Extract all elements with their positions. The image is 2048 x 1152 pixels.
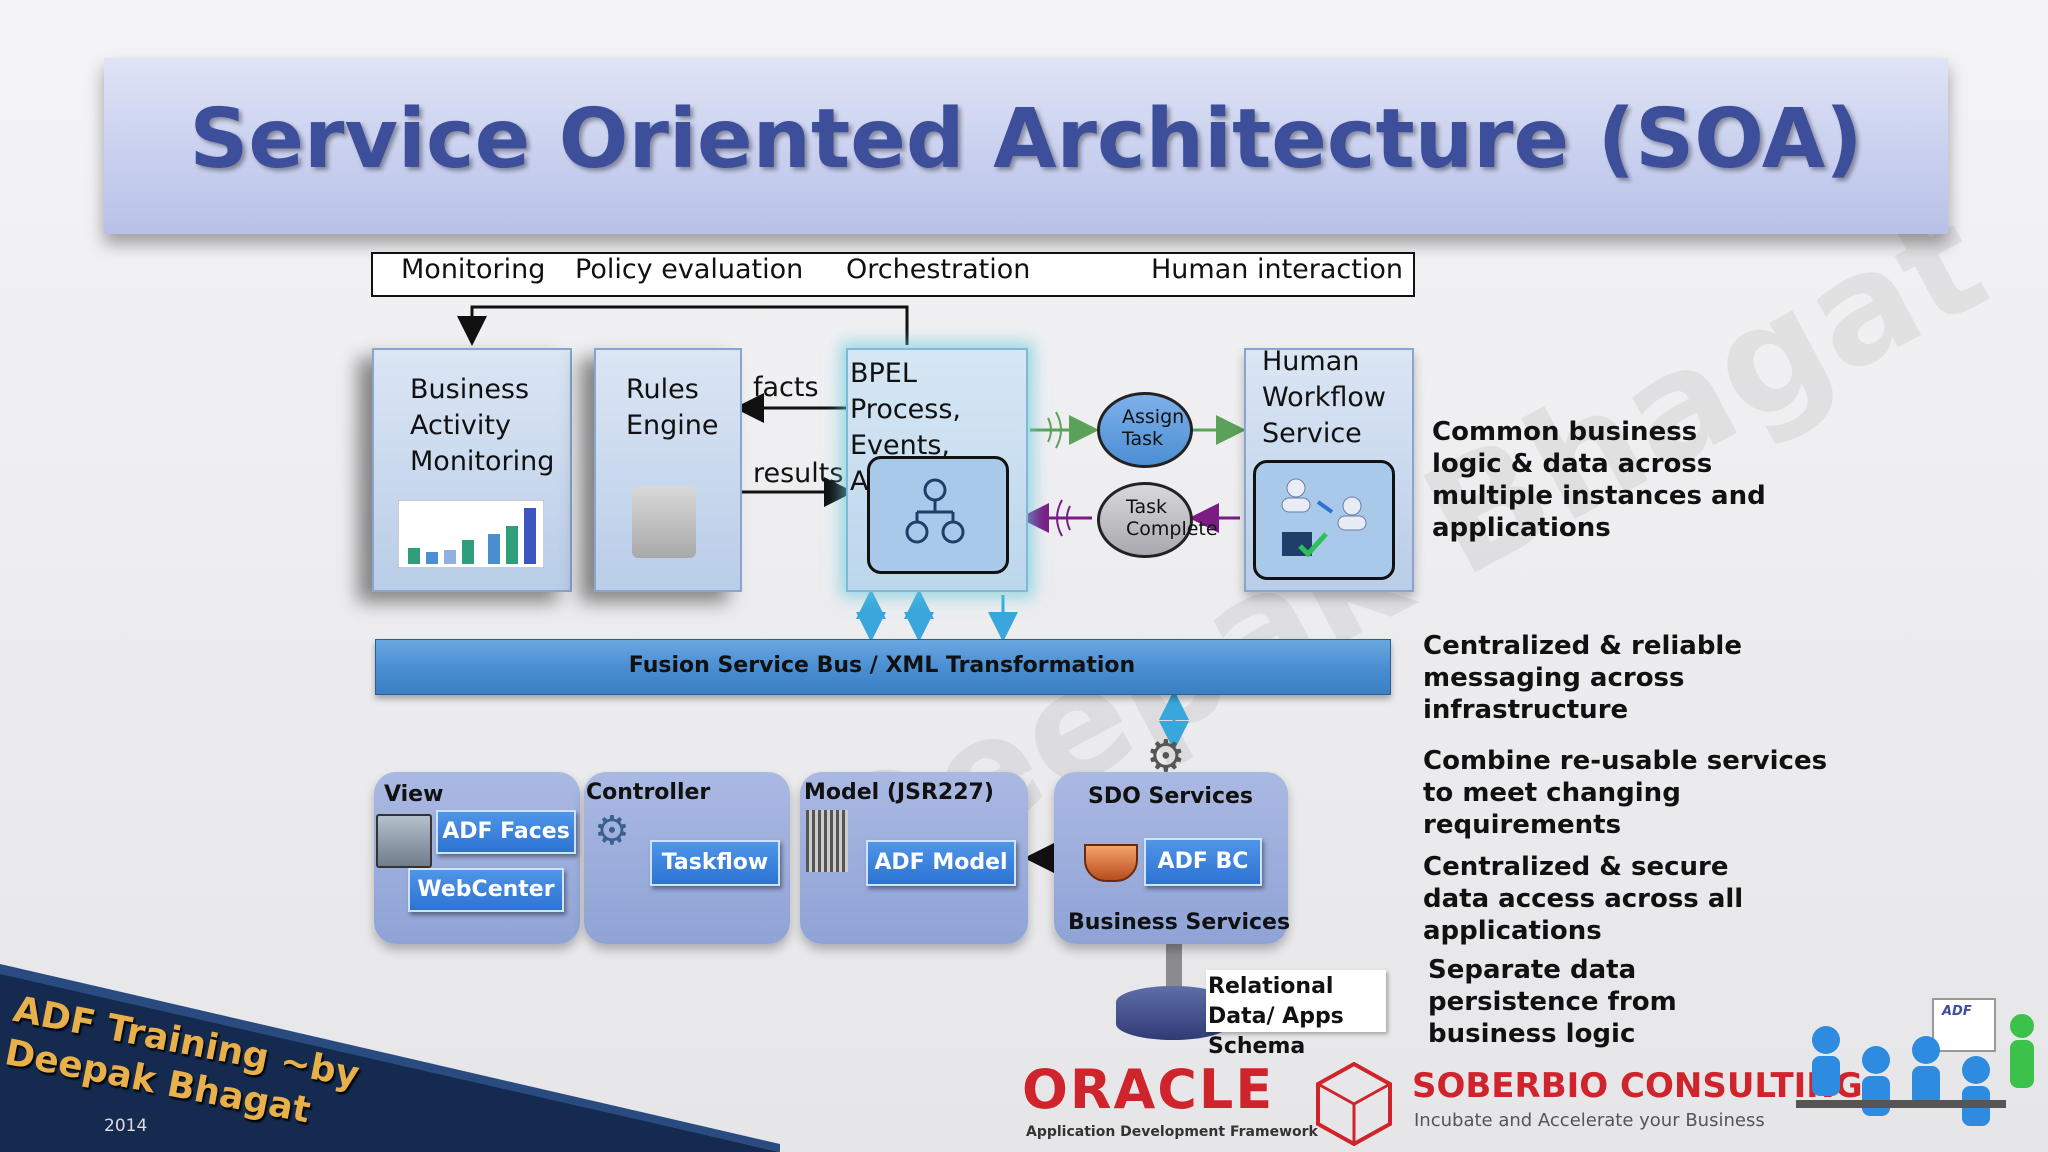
capabilities-bar <box>371 252 1415 297</box>
title-banner <box>104 58 1948 234</box>
workflow-icon <box>905 478 965 544</box>
adf-faces-button: ADF Faces <box>436 810 576 854</box>
page-title: Service Oriented Architecture (SOA) <box>189 92 1863 187</box>
task-complete-oval <box>1097 482 1193 558</box>
model-layer-title: Model (JSR227) <box>804 780 994 805</box>
server-grid-icon <box>806 810 848 872</box>
workflow-icon-box <box>867 456 1009 574</box>
soberbio-name: SOBERBIO CONSULTING <box>1412 1066 1863 1106</box>
webcenter-button: WebCenter <box>408 868 564 912</box>
capability-human-interaction: Human interaction <box>1151 254 1403 285</box>
capability-policy-evaluation: Policy evaluation <box>575 254 804 285</box>
classroom-people-icon <box>1796 1014 2034 1126</box>
db-label-box <box>1206 970 1386 1032</box>
fusion-service-bus <box>375 639 1391 695</box>
assign-task-oval <box>1097 392 1193 468</box>
note-reusable-services: Combine re-usable services to meet chang… <box>1423 746 1828 840</box>
coffee-cup-icon <box>1084 844 1138 882</box>
note-common-logic: Common business logic & data across mult… <box>1432 417 1766 543</box>
adf-board <box>1932 998 1996 1052</box>
db-label: Relational Data/ Apps Schema <box>1208 974 1344 1059</box>
assign-task-label: Assign Task <box>1122 406 1185 450</box>
bar-chart-icon <box>398 500 544 568</box>
gears-icon: ⚙ <box>594 808 630 854</box>
note-reliable-messaging: Centralized & reliable messaging across … <box>1423 631 1742 725</box>
brain-icon <box>632 486 696 558</box>
training-banner <box>0 964 780 1152</box>
facts-label: facts <box>753 372 819 403</box>
soberbio-tagline: Incubate and Accelerate your Business <box>1414 1110 1765 1131</box>
year-label: 2014 <box>104 1116 148 1136</box>
note-secure-data: Centralized & secure data access across … <box>1423 852 1744 946</box>
task-complete-label: Task Complete <box>1126 496 1218 540</box>
view-layer-title: View <box>384 782 444 807</box>
note-data-persistence: Separate data persistence from business … <box>1428 955 1677 1049</box>
capability-orchestration: Orchestration <box>846 254 1031 285</box>
rules-engine-label: Rules Engine <box>626 374 719 441</box>
users-icon-box <box>1253 460 1395 580</box>
controller-layer-title: Controller <box>586 780 711 805</box>
adf-bc-button: ADF BC <box>1144 838 1262 886</box>
service-bus-label: Fusion Service Bus / XML Transformation <box>628 653 1136 678</box>
soberbio-cube-icon <box>1316 1062 1392 1146</box>
gears-icon: ⚙ <box>1146 731 1186 782</box>
hws-label: Human Workflow Service <box>1262 346 1386 449</box>
sdo-layer-title: SDO Services <box>1088 784 1254 809</box>
business-services-label: Business Services <box>1068 910 1291 935</box>
document-icon <box>376 814 432 868</box>
oracle-subtitle: Application Development Framework <box>1026 1124 1318 1140</box>
bam-label: Business Activity Monitoring <box>410 374 555 477</box>
results-label: results <box>753 458 844 489</box>
adf-badge: ADF <box>1942 1004 1972 1019</box>
taskflow-button: Taskflow <box>650 840 780 886</box>
capability-monitoring: Monitoring <box>401 254 546 285</box>
adf-model-button: ADF Model <box>866 840 1016 886</box>
users-icon <box>1281 478 1367 558</box>
oracle-logo: ORACLE <box>1022 1058 1275 1121</box>
